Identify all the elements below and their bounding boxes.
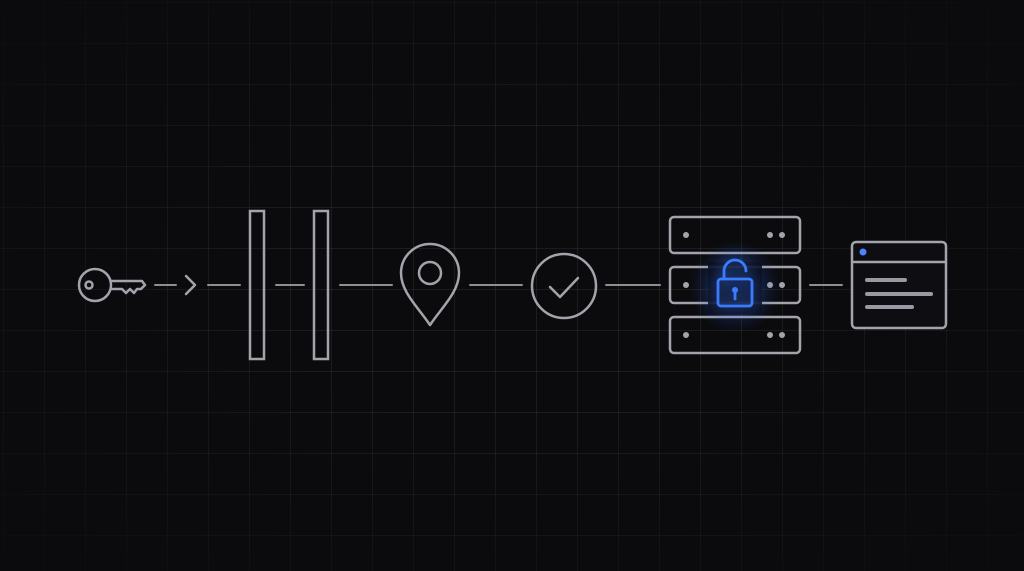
browser-window-icon [850,240,948,330]
unlocked-padlock-icon [716,258,754,308]
barrier-bar-icon [248,209,266,361]
location-pin-icon [399,242,461,327]
check-circle-icon [530,252,598,320]
browser-status-dot [859,248,867,256]
chevron-right-icon [184,274,197,296]
barrier-bar-icon [312,209,330,361]
key-icon [77,267,147,303]
